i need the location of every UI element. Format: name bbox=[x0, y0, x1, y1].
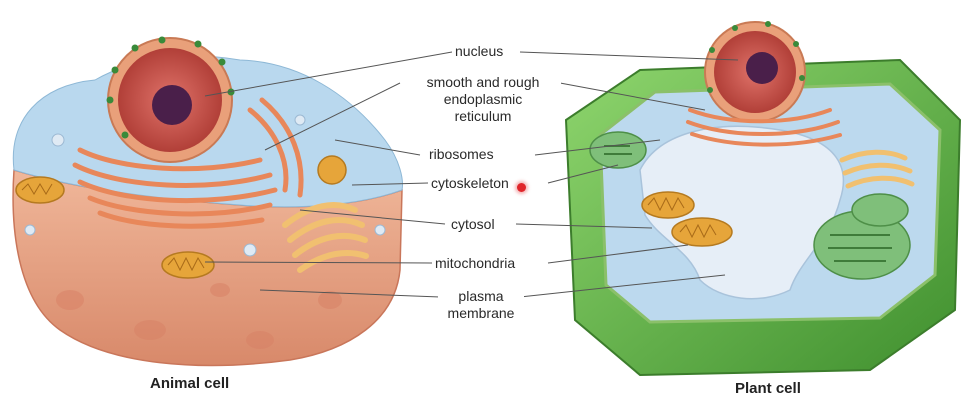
label-er-line2: endoplasmic bbox=[408, 91, 558, 108]
label-er-line1: smooth and rough bbox=[408, 74, 558, 91]
label-plasma-line2: membrane bbox=[441, 305, 521, 322]
plant-cell bbox=[566, 21, 960, 375]
label-plasma-line1: plasma bbox=[441, 288, 521, 305]
caption-plant-cell: Plant cell bbox=[735, 380, 801, 397]
animal-cell bbox=[13, 37, 402, 366]
caption-animal-cell: Animal cell bbox=[150, 375, 229, 392]
animal-nucleus bbox=[107, 37, 235, 163]
cursor-marker bbox=[517, 183, 526, 192]
label-er-line3: reticulum bbox=[408, 108, 558, 125]
label-cytoskeleton: cytoskeleton bbox=[428, 175, 512, 192]
label-er: smooth and rough endoplasmic reticulum bbox=[405, 74, 561, 125]
label-ribosomes: ribosomes bbox=[426, 146, 497, 163]
plant-nucleus bbox=[705, 21, 805, 122]
label-cytosol: cytosol bbox=[448, 216, 498, 233]
label-plasma-membrane: plasma membrane bbox=[438, 288, 524, 322]
animal-nucleolus bbox=[152, 85, 192, 125]
plant-nucleolus bbox=[746, 52, 778, 84]
label-mitochondria: mitochondria bbox=[432, 255, 518, 272]
label-nucleus: nucleus bbox=[452, 43, 506, 60]
